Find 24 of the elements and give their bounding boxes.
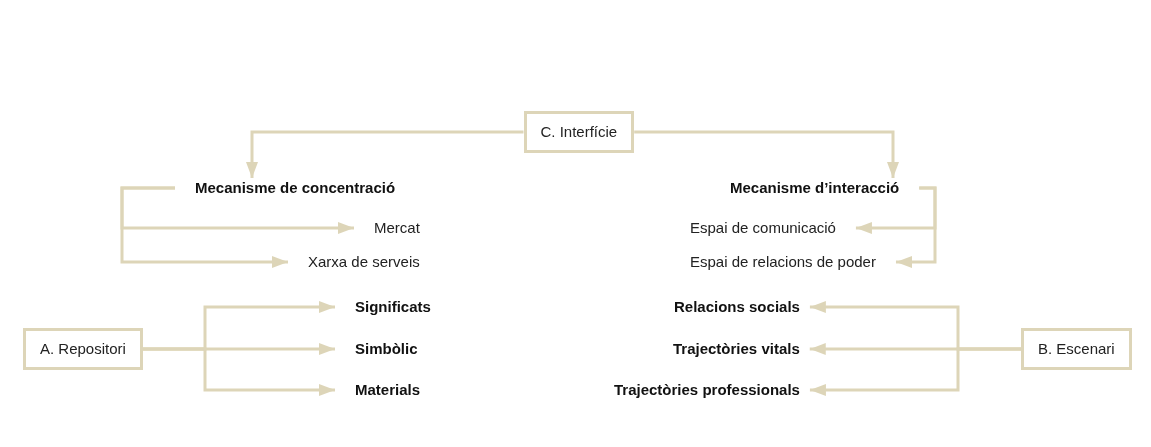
arrow	[809, 347, 1021, 396]
box-label: C. Interfície	[540, 122, 618, 142]
text-label: Significats	[355, 297, 431, 317]
text-label: Espai de relacions de poder	[690, 252, 876, 272]
text-label: Espai de comunicació	[690, 218, 836, 238]
text-label: Mecanisme de concentració	[195, 178, 396, 198]
arrow	[120, 186, 288, 268]
arrow	[246, 130, 524, 178]
text-label: Simbòlic	[355, 339, 418, 359]
arrow	[895, 186, 937, 268]
text-label: Xarxa de serveis	[308, 252, 420, 272]
label-box	[23, 328, 143, 370]
text-label: Relacions socials	[674, 297, 800, 317]
label-box	[523, 111, 635, 153]
label-box	[1021, 328, 1132, 370]
text-label: Trajectòries vitals	[673, 339, 800, 359]
text-label: Trajectòries professionals	[614, 380, 800, 400]
box-label: B. Escenari	[1038, 339, 1115, 359]
text-label: Mecanisme d’interacció	[730, 178, 900, 198]
text-label: Materials	[355, 380, 421, 400]
arrow	[142, 347, 335, 396]
box-label: A. Repositori	[40, 339, 126, 359]
text-label: Mercat	[374, 218, 420, 238]
arrow	[634, 130, 899, 178]
